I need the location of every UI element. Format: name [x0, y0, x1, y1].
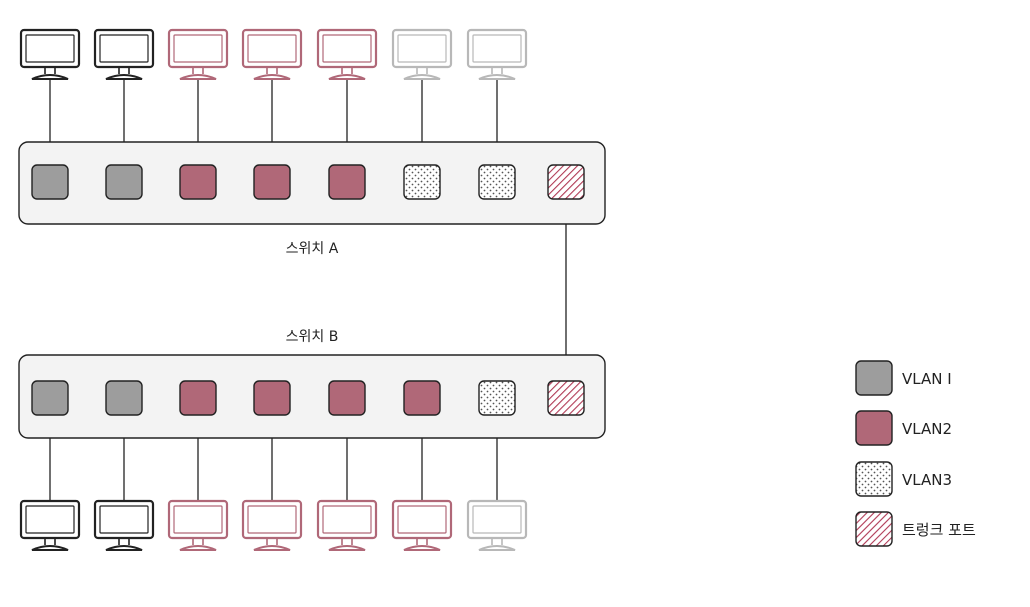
switch-a-computer-4 [241, 28, 303, 80]
legend-swatch-vlan3 [855, 461, 893, 497]
monitor-screen [316, 28, 378, 69]
switch-a-port-1-vlan1 [31, 164, 69, 200]
monitor-base [478, 545, 516, 551]
monitor-base [105, 74, 143, 80]
monitor-inner [25, 34, 75, 63]
switches [18, 141, 606, 439]
switch-b-computer-5 [316, 499, 378, 551]
ports [31, 164, 585, 416]
switch-a-port-8-trunk [547, 164, 585, 200]
monitor-inner [99, 34, 149, 63]
monitor-screen [241, 499, 303, 540]
legend-label-vlan1: VLAN I [902, 370, 952, 388]
monitor-base [403, 545, 441, 551]
switch-a-computer-3 [167, 28, 229, 80]
monitor-inner [25, 505, 75, 534]
monitor-screen [241, 28, 303, 69]
switch-a-port-3-vlan2 [179, 164, 217, 200]
monitor-screen [391, 28, 453, 69]
monitor-base [179, 74, 217, 80]
monitor-base [179, 545, 217, 551]
monitor-base [478, 74, 516, 80]
monitor-base [31, 545, 69, 551]
switch-b-computer-2 [93, 499, 155, 551]
switch-a-computer-1 [19, 28, 81, 80]
legend-swatch-vlan1 [855, 360, 893, 396]
monitor-inner [472, 34, 522, 63]
monitor-inner [397, 505, 447, 534]
legend-label-vlan3: VLAN3 [902, 471, 952, 489]
monitor-screen [316, 499, 378, 540]
monitor-screen [19, 28, 81, 69]
monitor-base [328, 74, 366, 80]
monitor-base [253, 74, 291, 80]
monitor-inner [247, 34, 297, 63]
switch-a-port-4-vlan2 [253, 164, 291, 200]
switch-b-computer-3 [167, 499, 229, 551]
switch-b-computer-6 [391, 499, 453, 551]
switch-b-body [18, 354, 606, 439]
switch-b-port-7-vlan3 [478, 380, 516, 416]
monitor-inner [173, 34, 223, 63]
monitor-inner [397, 34, 447, 63]
monitor-base [31, 74, 69, 80]
switch-b-port-4-vlan2 [253, 380, 291, 416]
monitor-base [403, 74, 441, 80]
legend-label-vlan2: VLAN2 [902, 420, 952, 438]
switch-a-computer-6 [391, 28, 453, 80]
monitor-screen [167, 28, 229, 69]
legend-swatch-trunk [855, 511, 893, 547]
monitor-inner [322, 34, 372, 63]
switch-a-port-6-vlan3 [403, 164, 441, 200]
monitor-screen [93, 499, 155, 540]
switch-a-port-2-vlan1 [105, 164, 143, 200]
monitor-base [253, 545, 291, 551]
monitor-inner [472, 505, 522, 534]
monitor-base [105, 545, 143, 551]
monitor-inner [247, 505, 297, 534]
switch-a-computer-2 [93, 28, 155, 80]
switch-b-port-2-vlan1 [105, 380, 143, 416]
monitor-inner [99, 505, 149, 534]
monitor-screen [19, 499, 81, 540]
switch-a-body [18, 141, 606, 225]
monitor-screen [93, 28, 155, 69]
switch-b-port-3-vlan2 [179, 380, 217, 416]
monitor-inner [173, 505, 223, 534]
legend-swatch-vlan2 [855, 410, 893, 446]
switch-b-computer-7 [466, 499, 528, 551]
computers [19, 28, 528, 551]
legend-label-trunk: 트렁크 포트 [902, 521, 976, 539]
monitor-screen [167, 499, 229, 540]
switch-a-port-7-vlan3 [478, 164, 516, 200]
switch-b-port-6-vlan2 [403, 380, 441, 416]
switch-a-port-5-vlan2 [328, 164, 366, 200]
monitor-screen [466, 499, 528, 540]
switch-b-port-8-trunk [547, 380, 585, 416]
monitor-inner [322, 505, 372, 534]
switch-a-computer-7 [466, 28, 528, 80]
switch-b-port-1-vlan1 [31, 380, 69, 416]
monitor-screen [391, 499, 453, 540]
switch-a-label: 스위치 A [286, 241, 339, 257]
monitor-screen [466, 28, 528, 69]
switch-b-computer-4 [241, 499, 303, 551]
switch-b-port-5-vlan2 [328, 380, 366, 416]
switch-a-computer-5 [316, 28, 378, 80]
switch-b-computer-1 [19, 499, 81, 551]
switch-b-label: 스위치 B [286, 329, 339, 345]
monitor-base [328, 545, 366, 551]
